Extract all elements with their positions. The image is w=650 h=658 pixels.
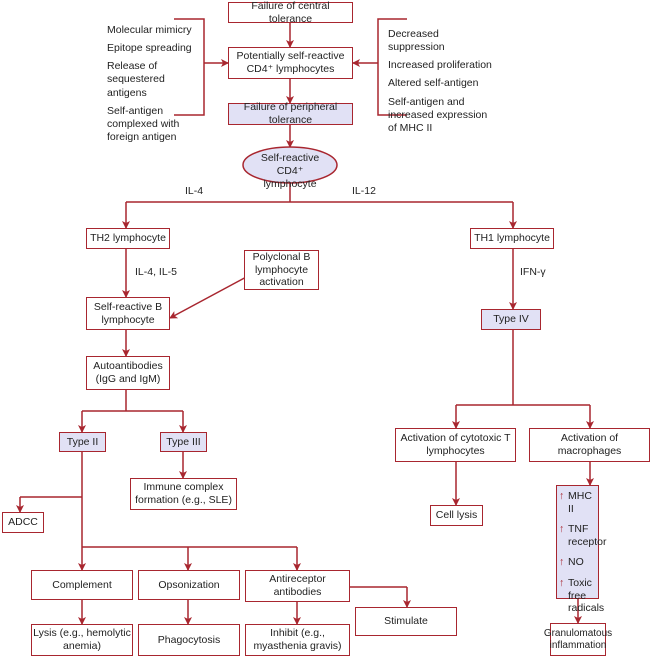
type-iv-box: Type IV [481,309,541,330]
left-causes: Molecular mimicry Epitope spreading Rele… [107,24,202,144]
cause: Release of sequestered antigens [107,60,165,99]
self-reactive-b-box: Self-reactive B lymphocyte [86,297,170,330]
lysis-box: Lysis (e.g., hemolytic anemia) [31,624,133,656]
list-item: ↑TNF receptor [559,523,607,548]
cause: Self-antigen complexed with foreign anti… [107,104,180,143]
self-reactive-cd4-ellipse: Self-reactive CD4⁺ lymphocyte [260,152,320,191]
list-item: ↑NO [559,556,584,569]
cause: Decreased suppression [388,28,445,54]
cause: Epitope spreading [107,42,192,55]
cause: Self-antigen and increased expression of… [388,95,488,134]
polyclonal-box: Polyclonal B lymphocyte activation [244,250,319,290]
up-arrow-icon: ↑ [559,490,565,502]
complement-box: Complement [31,570,133,600]
cause: Altered self-antigen [388,77,479,90]
peripheral-tolerance-box: Failure of peripheral tolerance [228,101,353,126]
th1-box: TH1 lymphocyte [470,228,554,249]
up-arrow-icon: ↑ [559,556,565,569]
up-arrow-icon: ↑ [559,576,565,589]
cell-lysis-box: Cell lysis [430,505,483,526]
type-iii-box: Type III [160,432,207,452]
cause: Increased proliferation [388,59,492,72]
list-item: ↑MHC II [559,490,592,515]
up-arrow-icon: ↑ [559,523,565,536]
il4-label: IL-4 [185,185,204,197]
th2-box: TH2 lymphocyte [86,228,170,249]
potential-cd4-box: Potentially self-reactive CD4⁺ lymphocyt… [228,47,353,79]
opsonization-box: Opsonization [138,570,240,600]
ifn-gamma-label: IFN-γ [520,266,546,278]
granulomatous-box: Granulomatous inflammation [544,623,612,656]
autoantibodies-box: Autoantibodies (IgG and IgM) [86,356,170,390]
adcc-box: ADCC [2,512,44,533]
list-item: ↑Toxic free radicals [559,576,605,615]
stimulate-box: Stimulate [355,607,457,636]
phagocytosis-box: Phagocytosis [138,624,240,656]
type-ii-box: Type II [59,432,106,452]
il12-label: IL-12 [352,185,376,197]
inhibit-box: Inhibit (e.g., myasthenia gravis) [245,624,350,656]
macrophage-effects-list: ↑MHC II ↑TNF receptor ↑NO ↑Toxic free ra… [556,485,607,614]
antireceptor-box: Antireceptor antibodies [245,570,350,602]
il4-il5-label: IL-4, IL-5 [135,266,178,278]
cause: Molecular mimicry [107,24,192,36]
immune-complex-box: Immune complex formation (e.g., SLE) [130,478,237,510]
macrophages-box: Activation of macrophages [529,428,650,462]
cytotoxic-box: Activation of cytotoxic T lymphocytes [395,428,516,462]
right-causes: Decreased suppression Increased prolifer… [388,28,498,135]
central-tolerance-box: Failure of central tolerance [228,0,353,25]
